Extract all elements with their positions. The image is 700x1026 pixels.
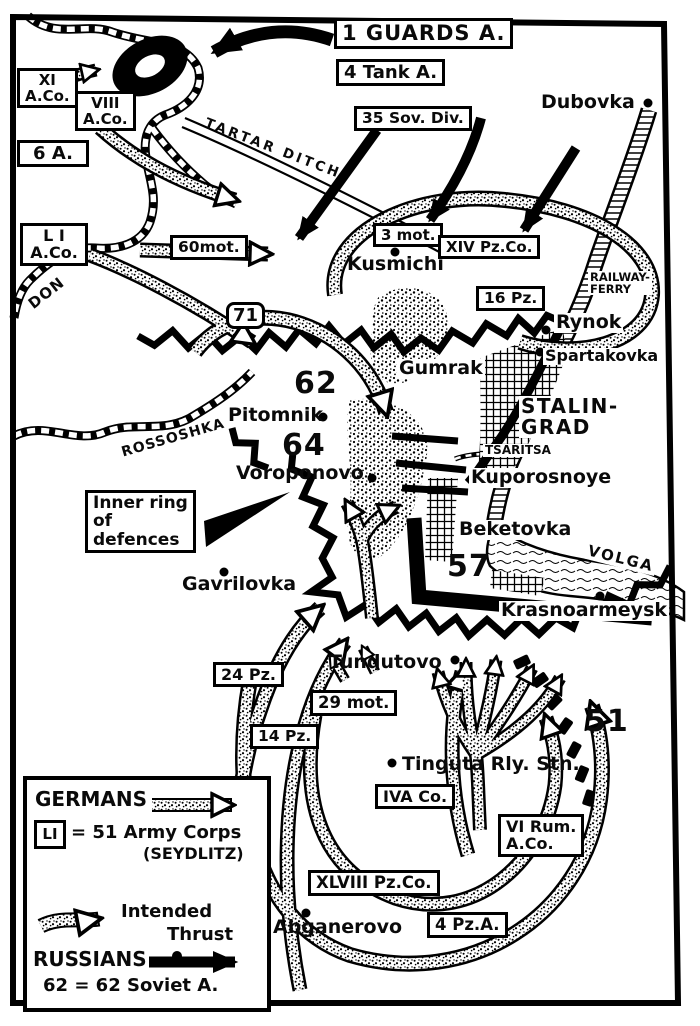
- unit-box-xi-corps: XI A.Co.: [17, 68, 78, 109]
- legend-thrust-label-1: Intended: [121, 901, 213, 922]
- intended-thrust-arrow-symbol: [38, 919, 97, 926]
- unit-box-xlviii-pz-corps: XLVIII Pz.Co.: [308, 870, 440, 896]
- legend-arrows-layer: [37, 780, 239, 974]
- defense-bars: [391, 432, 469, 496]
- unit-box-li-corps: L I A.Co.: [20, 223, 88, 266]
- unit-box-14-pz: 14 Pz.: [250, 724, 320, 749]
- pocket-ring: [112, 35, 188, 97]
- place-stalingrad: STALIN- GRAD: [519, 394, 621, 439]
- town-dots: [219, 98, 653, 918]
- unit-box-6-army: 6 A.: [17, 140, 89, 168]
- place-abganerovo: Abganerovo: [273, 916, 403, 938]
- unit-box-4-pz-army: 4 Pz.A.: [427, 912, 508, 938]
- legend-box: GERMANS LI = 51 Army Corps (SEYDLITZ) In…: [23, 776, 271, 1012]
- legend-li-symbol: LI: [34, 820, 66, 849]
- legend-germans-label: GERMANS: [35, 787, 148, 811]
- place-krasnoarmeysk: Krasnoarmeysk: [499, 599, 670, 621]
- inner-ring-callout: Inner ring of defences: [85, 490, 196, 554]
- unit-box-1-guards-army: 1 GUARDS A.: [334, 18, 514, 49]
- place-spartakovka: Spartakovka: [543, 346, 661, 365]
- unit-box-viii-corps: VIII A.Co.: [75, 91, 136, 132]
- unit-box-vi-rum-corps: VI Rum. A.Co.: [498, 814, 585, 857]
- place-kuporosnoye: Kuporosnoye: [469, 466, 614, 488]
- unit-box-29-mot: 29 mot.: [310, 690, 398, 716]
- place-voroponovo: Voroponovo: [236, 462, 364, 484]
- legend-li-meaning-commander: (SEYDLITZ): [143, 844, 244, 863]
- place-tsaritsa: TSARITSA: [483, 443, 553, 457]
- legend-li-meaning: = 51 Army Corps: [71, 822, 242, 843]
- soviet-attack-arrows: [210, 25, 581, 241]
- unit-box-xiv-pz-corps: XIV Pz.Co.: [438, 235, 541, 260]
- legend-soviet-example: 62 = 62 Soviet A.: [43, 975, 219, 996]
- army-number-57: 57: [447, 549, 491, 584]
- place-kusmichi: Kusmichi: [347, 253, 444, 275]
- inner-ring-pointer: [204, 492, 290, 547]
- unit-box-3-mot: 3 mot.: [373, 223, 444, 248]
- place-tundutovo: Tundutovo: [329, 651, 442, 673]
- army-number-64: 64: [282, 428, 326, 463]
- place-gavrilovka: Gavrilovka: [182, 573, 297, 595]
- place-tinguta-rly-stn: Tinguta Rly. Stn.: [402, 753, 580, 775]
- unit-box-iva-corps: IVA Co.: [375, 784, 456, 810]
- road-sign-71: 71: [226, 302, 266, 330]
- river-rossoshka: [11, 368, 256, 441]
- unit-box-16-pz: 16 Pz.: [476, 286, 546, 311]
- place-dubovka: Dubovka: [541, 91, 635, 113]
- place-beketovka: Beketovka: [457, 518, 574, 540]
- unit-box-35-soviet-div: 35 Sov. Div.: [354, 106, 472, 131]
- unit-box-4-tank-army: 4 Tank A.: [336, 59, 446, 87]
- legend-russians-label: RUSSIANS: [33, 947, 147, 971]
- unit-box-60-mot: 60mot.: [170, 235, 248, 260]
- place-gumrak: Gumrak: [397, 357, 485, 379]
- army-number-51: 51: [585, 704, 629, 739]
- place-rynok: Rynok: [554, 311, 624, 333]
- army-number-62: 62: [294, 366, 338, 401]
- unit-box-24-pz: 24 Pz.: [213, 662, 284, 688]
- note-railway-ferry: RAILWAY- FERRY: [588, 270, 652, 297]
- legend-thrust-label-2: Thrust: [167, 924, 234, 945]
- place-pitomnik: Pitomnik: [228, 404, 324, 426]
